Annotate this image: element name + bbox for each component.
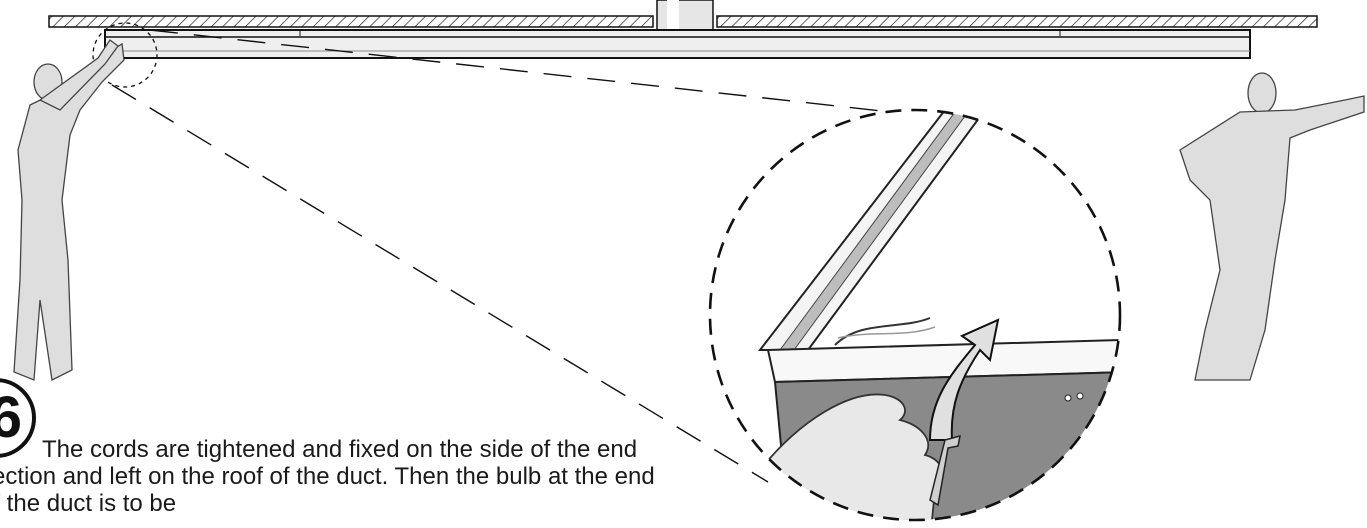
zoom-leader-lines: [111, 29, 901, 483]
ceiling-slab: [48, 15, 1318, 28]
supply-pipe: [656, 0, 714, 31]
cord-direction-arrow: [928, 318, 1000, 441]
zoom-detail: [710, 110, 1120, 520]
zoom-cord: [834, 317, 931, 346]
worker-right-figure: [1179, 72, 1365, 381]
fabric-duct: [104, 29, 1251, 59]
instruction-text: The cords are tightened and fixed on the…: [0, 436, 655, 517]
worker-left-figure: [13, 39, 125, 381]
detail-source-circle: [92, 22, 158, 88]
zoom-detail-circle: [708, 108, 1122, 522]
